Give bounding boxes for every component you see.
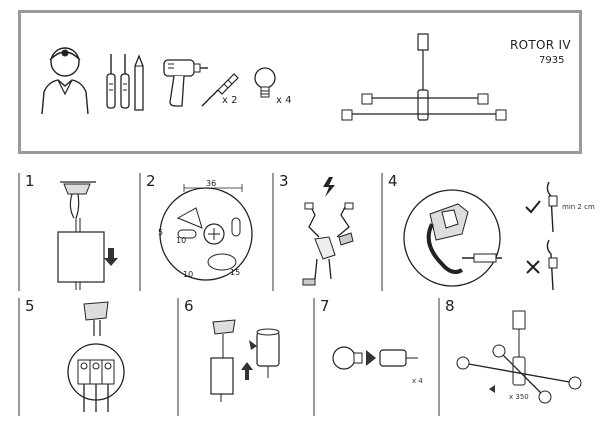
drill-icon [163, 59, 208, 107]
divider [18, 298, 20, 416]
dimension-a: 15 [230, 268, 241, 277]
bulb-icon [254, 67, 276, 98]
step-number: 1 [25, 172, 35, 190]
step8-illustration [456, 310, 582, 404]
screw-dowel-icon [201, 73, 239, 107]
rotation-value: x 350 [509, 393, 529, 401]
cross-icon [526, 260, 540, 274]
divider [381, 173, 383, 291]
installer-icon [41, 47, 89, 115]
lamp-product-icon [341, 33, 507, 121]
min-length-note: min 2 cm [562, 203, 595, 211]
step-number: 8 [445, 297, 455, 315]
dimension-b: 10 [183, 270, 194, 279]
cable-wrong-icon [546, 239, 558, 291]
screw-quantity: x 2 [222, 95, 238, 106]
step-number: 2 [146, 172, 156, 190]
step5-illustration [67, 301, 125, 412]
step-number: 6 [184, 297, 194, 315]
pencil-icon [134, 54, 144, 111]
step4-illustration [403, 189, 502, 287]
cable-ok-icon [546, 181, 558, 233]
step3-illustration [302, 177, 354, 286]
step7-illustration [332, 346, 418, 370]
step-number: 5 [25, 297, 35, 315]
step6-illustration [210, 319, 280, 402]
divider [18, 173, 20, 291]
step2-illustration [159, 184, 253, 281]
check-icon [525, 200, 541, 214]
divider [438, 298, 440, 416]
dimension-hole: 10 [176, 236, 187, 245]
dimension-width: 36 [206, 179, 217, 188]
bulb-quantity: x 4 [276, 95, 292, 106]
dimension-side: 5 [158, 228, 164, 237]
step-number: 4 [388, 172, 398, 190]
step-number: 3 [279, 172, 289, 190]
divider [313, 298, 315, 416]
divider [272, 173, 274, 291]
divider [177, 298, 179, 416]
product-name: ROTOR IV [510, 38, 571, 52]
screwdriver-icon [120, 54, 130, 109]
product-code: 7935 [539, 55, 565, 66]
step-number: 7 [320, 297, 330, 315]
step1-illustration [57, 181, 118, 290]
bulb-count: x 4 [412, 377, 423, 385]
divider [139, 173, 141, 291]
screwdriver-icon [106, 54, 116, 109]
